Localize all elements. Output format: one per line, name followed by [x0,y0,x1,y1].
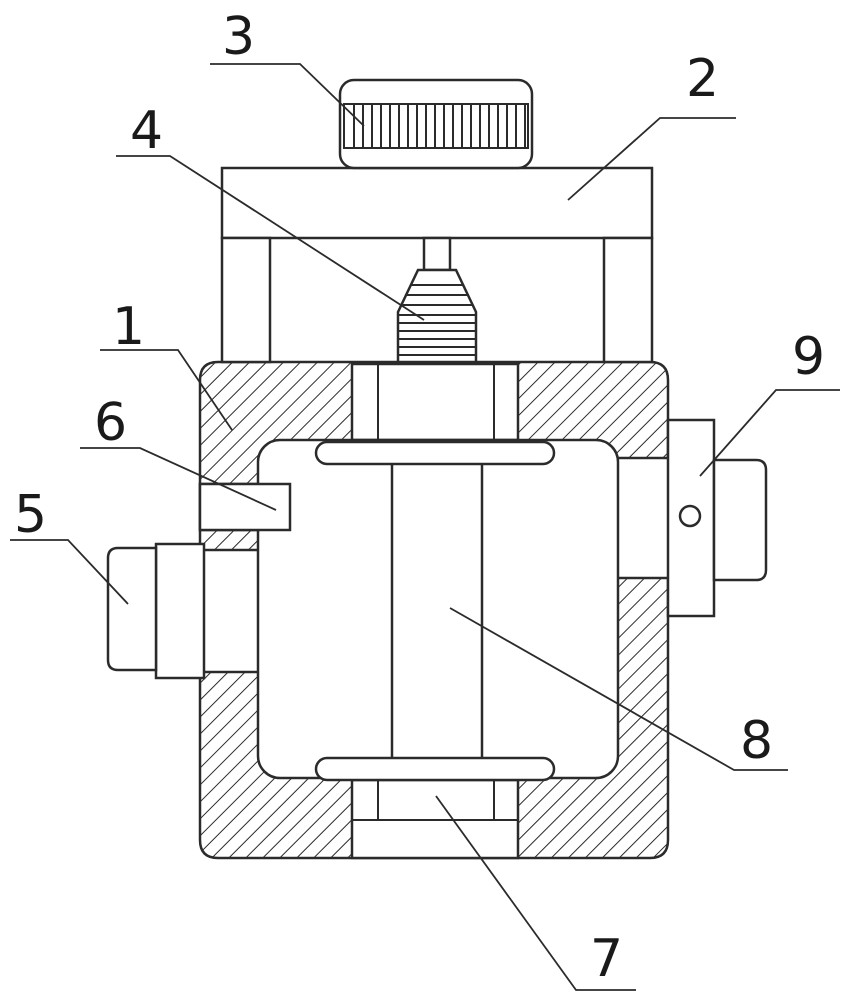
leader-2 [567,117,736,201]
leader-3 [210,63,365,127]
right-knob [666,418,768,618]
label-5: 5 [14,485,47,545]
label-7: 7 [590,929,623,989]
leader-1 [100,349,233,431]
left-knob [106,542,206,680]
label-4: 4 [130,101,163,161]
label-2: 2 [686,49,719,109]
leader-6 [80,447,277,511]
screw [396,236,478,364]
part-labels: 1 2 3 4 5 6 7 8 9 [14,7,825,989]
label-3: 3 [222,7,255,67]
clamp-core [314,440,556,782]
label-8: 8 [740,711,773,771]
leader-7 [435,795,636,991]
leader-4 [116,155,425,321]
leader-8 [449,607,788,771]
housing-body [198,360,672,860]
knurled-knob [338,78,534,170]
leader-9 [699,389,840,477]
label-6: 6 [94,393,127,453]
leader-lines [10,63,840,991]
label-1: 1 [112,297,145,357]
side-pin [198,482,292,532]
leader-5 [10,539,129,605]
label-9: 9 [792,327,825,387]
